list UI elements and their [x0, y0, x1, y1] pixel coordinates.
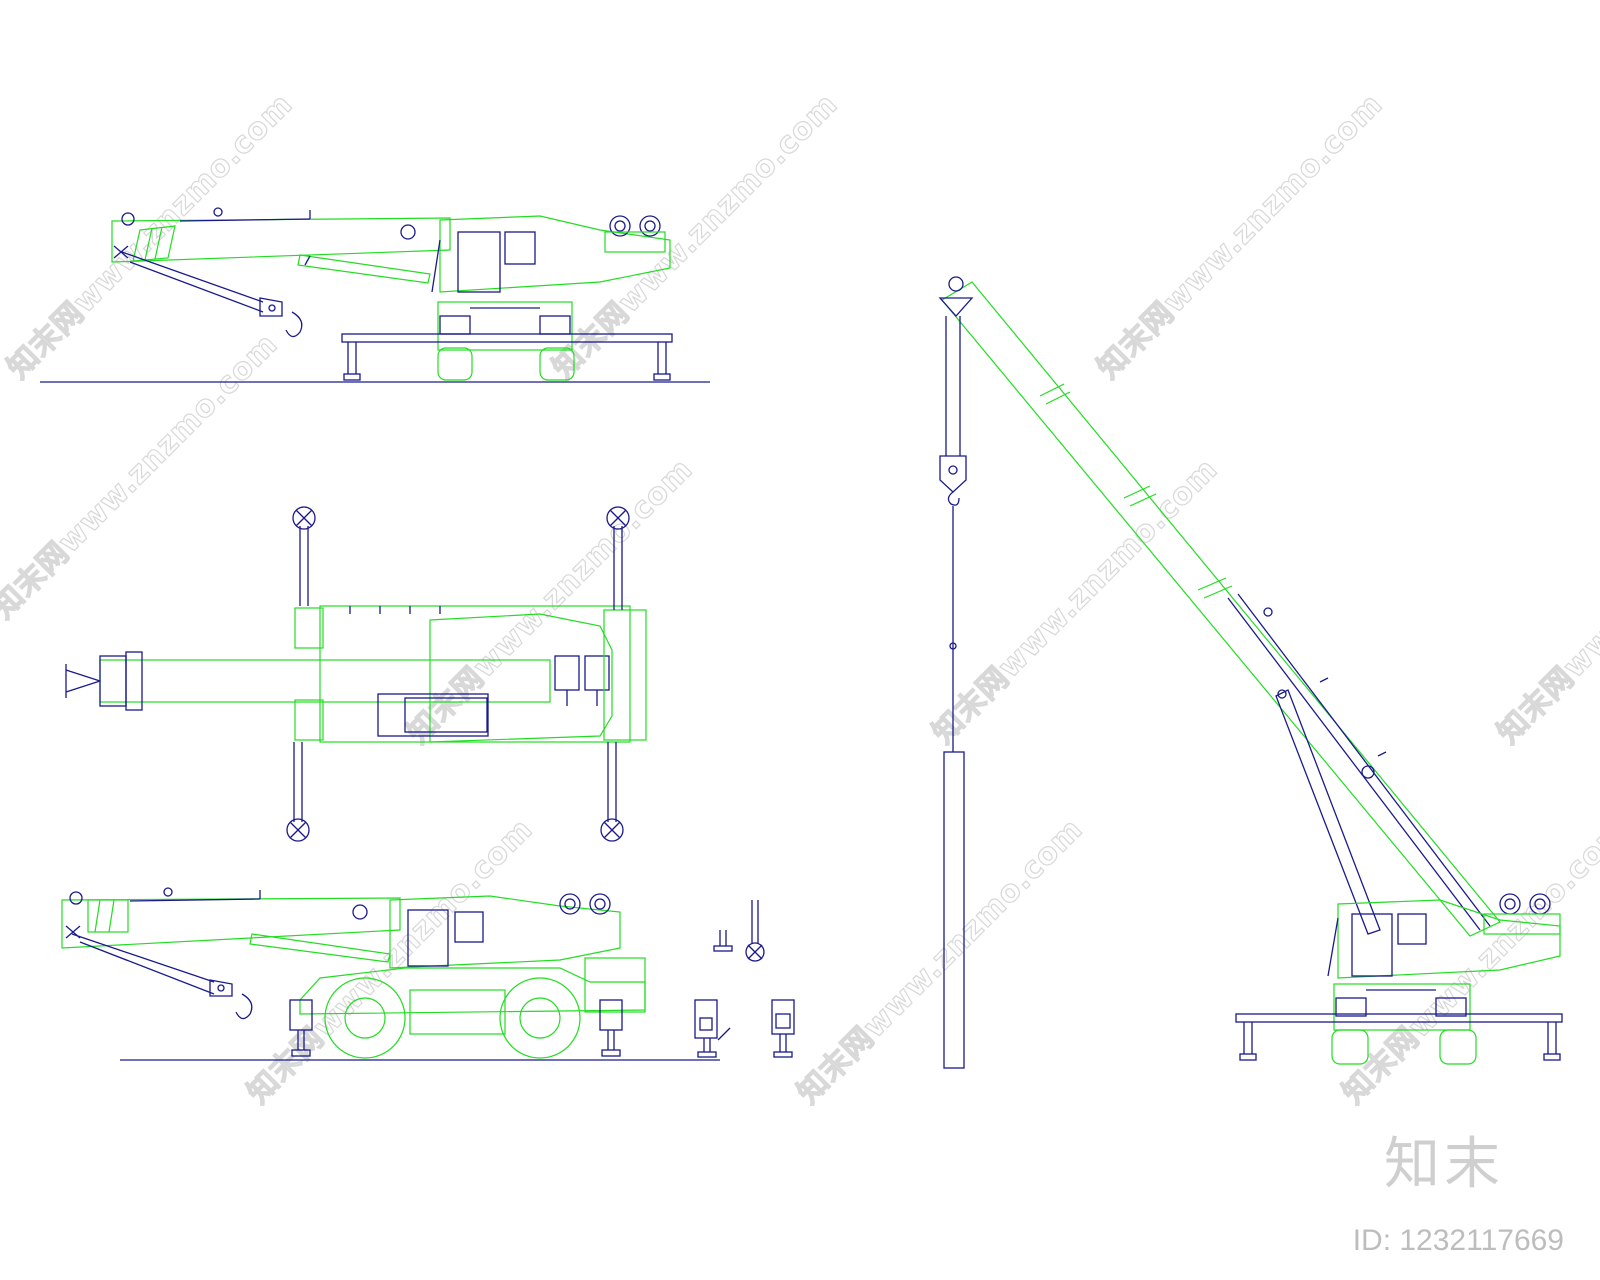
watermark-7: 知末网www.znzmo.com [1491, 452, 1600, 751]
brand-logo: 知末 [1384, 1132, 1504, 1197]
watermark-10: 知末网www.znzmo.com [1336, 812, 1600, 1111]
outrigger-details [694, 900, 795, 1058]
front-elevation-boom-raised [938, 276, 1563, 1069]
watermark-2: 知末网www.znzmo.com [546, 87, 845, 386]
side-elevation-stowed [40, 207, 710, 383]
watermark-layer: 知末网www.znzmo.com 知末网www.znzmo.com 知末网www… [0, 86, 1600, 1111]
side-elevation-on-wheels [61, 887, 720, 1061]
watermark-9: 知末网www.znzmo.com [791, 812, 1090, 1111]
watermark-5: 知末网www.znzmo.com [401, 452, 700, 751]
watermark-4: 知末网www.znzmo.com [0, 327, 285, 626]
plan-view-outriggers-extended [65, 506, 647, 842]
watermark-6: 知末网www.znzmo.com [926, 452, 1225, 751]
image-id-label: ID: 1232117669 [1352, 1224, 1564, 1257]
watermark-3: 知末网www.znzmo.com [1091, 87, 1390, 386]
